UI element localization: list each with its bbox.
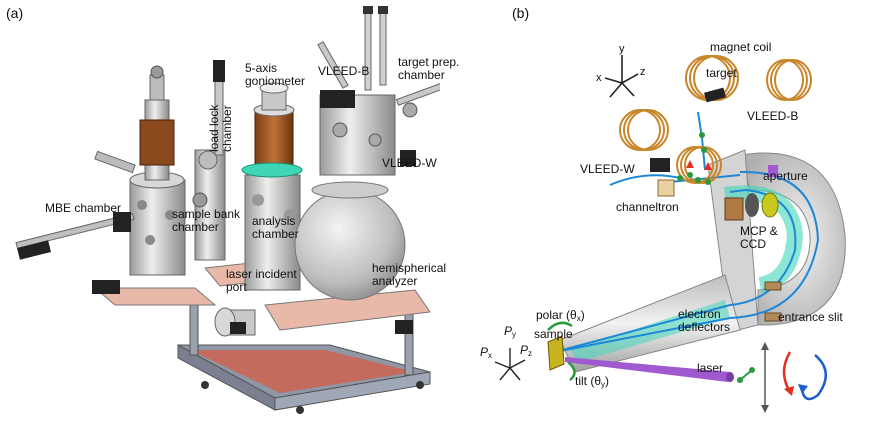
hemispherical-analyzer <box>294 181 406 301</box>
label-laser-port-line2: port <box>226 280 247 294</box>
label-py: Py <box>504 325 516 341</box>
label-px-sub: x <box>488 351 493 360</box>
label-channeltron: channeltron <box>616 200 679 214</box>
panel-b-letter: (b) <box>512 5 530 21</box>
label-target: target <box>706 66 737 80</box>
label-py-sub: y <box>512 330 517 339</box>
base-frame <box>177 299 431 414</box>
label-analysis-line1: analysis <box>252 214 296 228</box>
label-laser: laser <box>697 361 724 375</box>
analyzer-hemisphere <box>707 149 846 333</box>
label-goniometer: 5-axis goniometer <box>245 62 305 88</box>
label-pz-letter: P <box>520 343 529 357</box>
label-aperture: aperture <box>763 169 808 183</box>
label-deflectors-line2: deflectors <box>678 320 731 334</box>
mbe-chamber <box>15 65 186 294</box>
spin-markers <box>677 132 712 185</box>
label-pz: Pz <box>520 344 532 360</box>
label-vleed-w-b: VLEED-W <box>580 162 635 176</box>
label-goniometer-line2: goniometer <box>245 74 306 88</box>
label-target-prep-line2: chamber <box>398 68 445 82</box>
xyz-axes <box>604 55 639 98</box>
label-sample: sample <box>534 327 573 341</box>
label-tilt: tilt (θy) <box>575 375 609 391</box>
label-mbe: MBE chamber <box>45 201 122 215</box>
label-goniometer-line1: 5-axis <box>245 61 278 75</box>
label-laser-port: laser incident port <box>226 268 297 294</box>
label-sample-bank-line2: chamber <box>172 220 219 234</box>
panel-a-apparatus: (a) 5-axis goniometer load lock chamber … <box>6 5 459 414</box>
target-prep-chamber <box>317 6 440 176</box>
label-mcp-line2: CCD <box>740 237 766 251</box>
analysis-chamber <box>214 82 303 337</box>
label-tilt-end: ) <box>605 374 610 388</box>
entrance-slit-upper <box>764 281 782 291</box>
label-tilt-text: tilt (θ <box>575 374 602 388</box>
analyzer-block <box>395 320 413 334</box>
label-deflectors-line1: electron <box>678 307 721 321</box>
label-hemispherical: hemispherical analyzer <box>372 262 446 288</box>
label-magnet-coil: magnet coil <box>710 40 772 54</box>
label-tilt-sub: y <box>601 380 606 389</box>
label-analysis: analysis chamber <box>252 215 299 241</box>
label-vleed-b-a: VLEED-B <box>318 64 370 78</box>
label-entrance-slit: entrance slit <box>778 310 843 324</box>
rotation-arrows <box>737 342 827 413</box>
label-sample-bank: sample bank chamber <box>172 208 240 234</box>
label-analysis-line2: chamber <box>252 227 299 241</box>
panel-b-schematic: (b) y x z magnet coil target VLEED-B VLE… <box>440 0 872 428</box>
mbe-platform <box>93 287 217 306</box>
label-polar-sub: x <box>576 314 581 323</box>
axis-label-y: y <box>619 43 625 55</box>
axis-label-x: x <box>596 72 602 84</box>
channeltron-block <box>657 179 675 197</box>
label-px-letter: P <box>480 345 489 359</box>
target-w <box>650 158 670 172</box>
label-px: Px <box>480 346 492 362</box>
sample <box>547 321 576 381</box>
label-hemi-line1: hemispherical <box>372 261 447 275</box>
label-load-lock-line2: chamber <box>220 105 234 152</box>
label-pz-sub: z <box>528 349 533 358</box>
label-electron-deflectors: electron deflectors <box>678 308 730 334</box>
apparatus-drawing <box>15 6 440 414</box>
axis-label-z: z <box>640 66 646 78</box>
p-axes <box>494 348 526 381</box>
label-vleed-b-b: VLEED-B <box>747 109 799 123</box>
entrance-slit-lower <box>764 312 782 322</box>
schematic-drawing <box>494 55 846 413</box>
label-hemi-line2: analyzer <box>372 274 418 288</box>
label-mcp-line1: MCP & <box>740 224 778 238</box>
label-polar-text: polar (θ <box>536 308 577 322</box>
label-laser-port-line1: laser incident <box>226 267 297 281</box>
label-py-letter: P <box>504 324 513 338</box>
label-polar-end: ) <box>580 308 585 322</box>
mcp-ccd <box>724 192 779 221</box>
label-target-prep: target prep. chamber <box>398 56 459 82</box>
label-vleed-w-a: VLEED-W <box>382 156 437 170</box>
label-sample-bank-line1: sample bank <box>172 207 241 221</box>
label-load-lock: load lock chamber <box>207 105 234 152</box>
label-mcp-ccd: MCP & CCD <box>740 225 778 251</box>
label-target-prep-line1: target prep. <box>398 55 460 69</box>
label-polar: polar (θx) <box>536 309 585 325</box>
laser-beam <box>565 357 734 382</box>
panel-a-letter: (a) <box>6 5 24 21</box>
load-lock-chamber <box>192 60 226 261</box>
aperture-marker <box>768 165 778 177</box>
target-b <box>704 87 726 103</box>
